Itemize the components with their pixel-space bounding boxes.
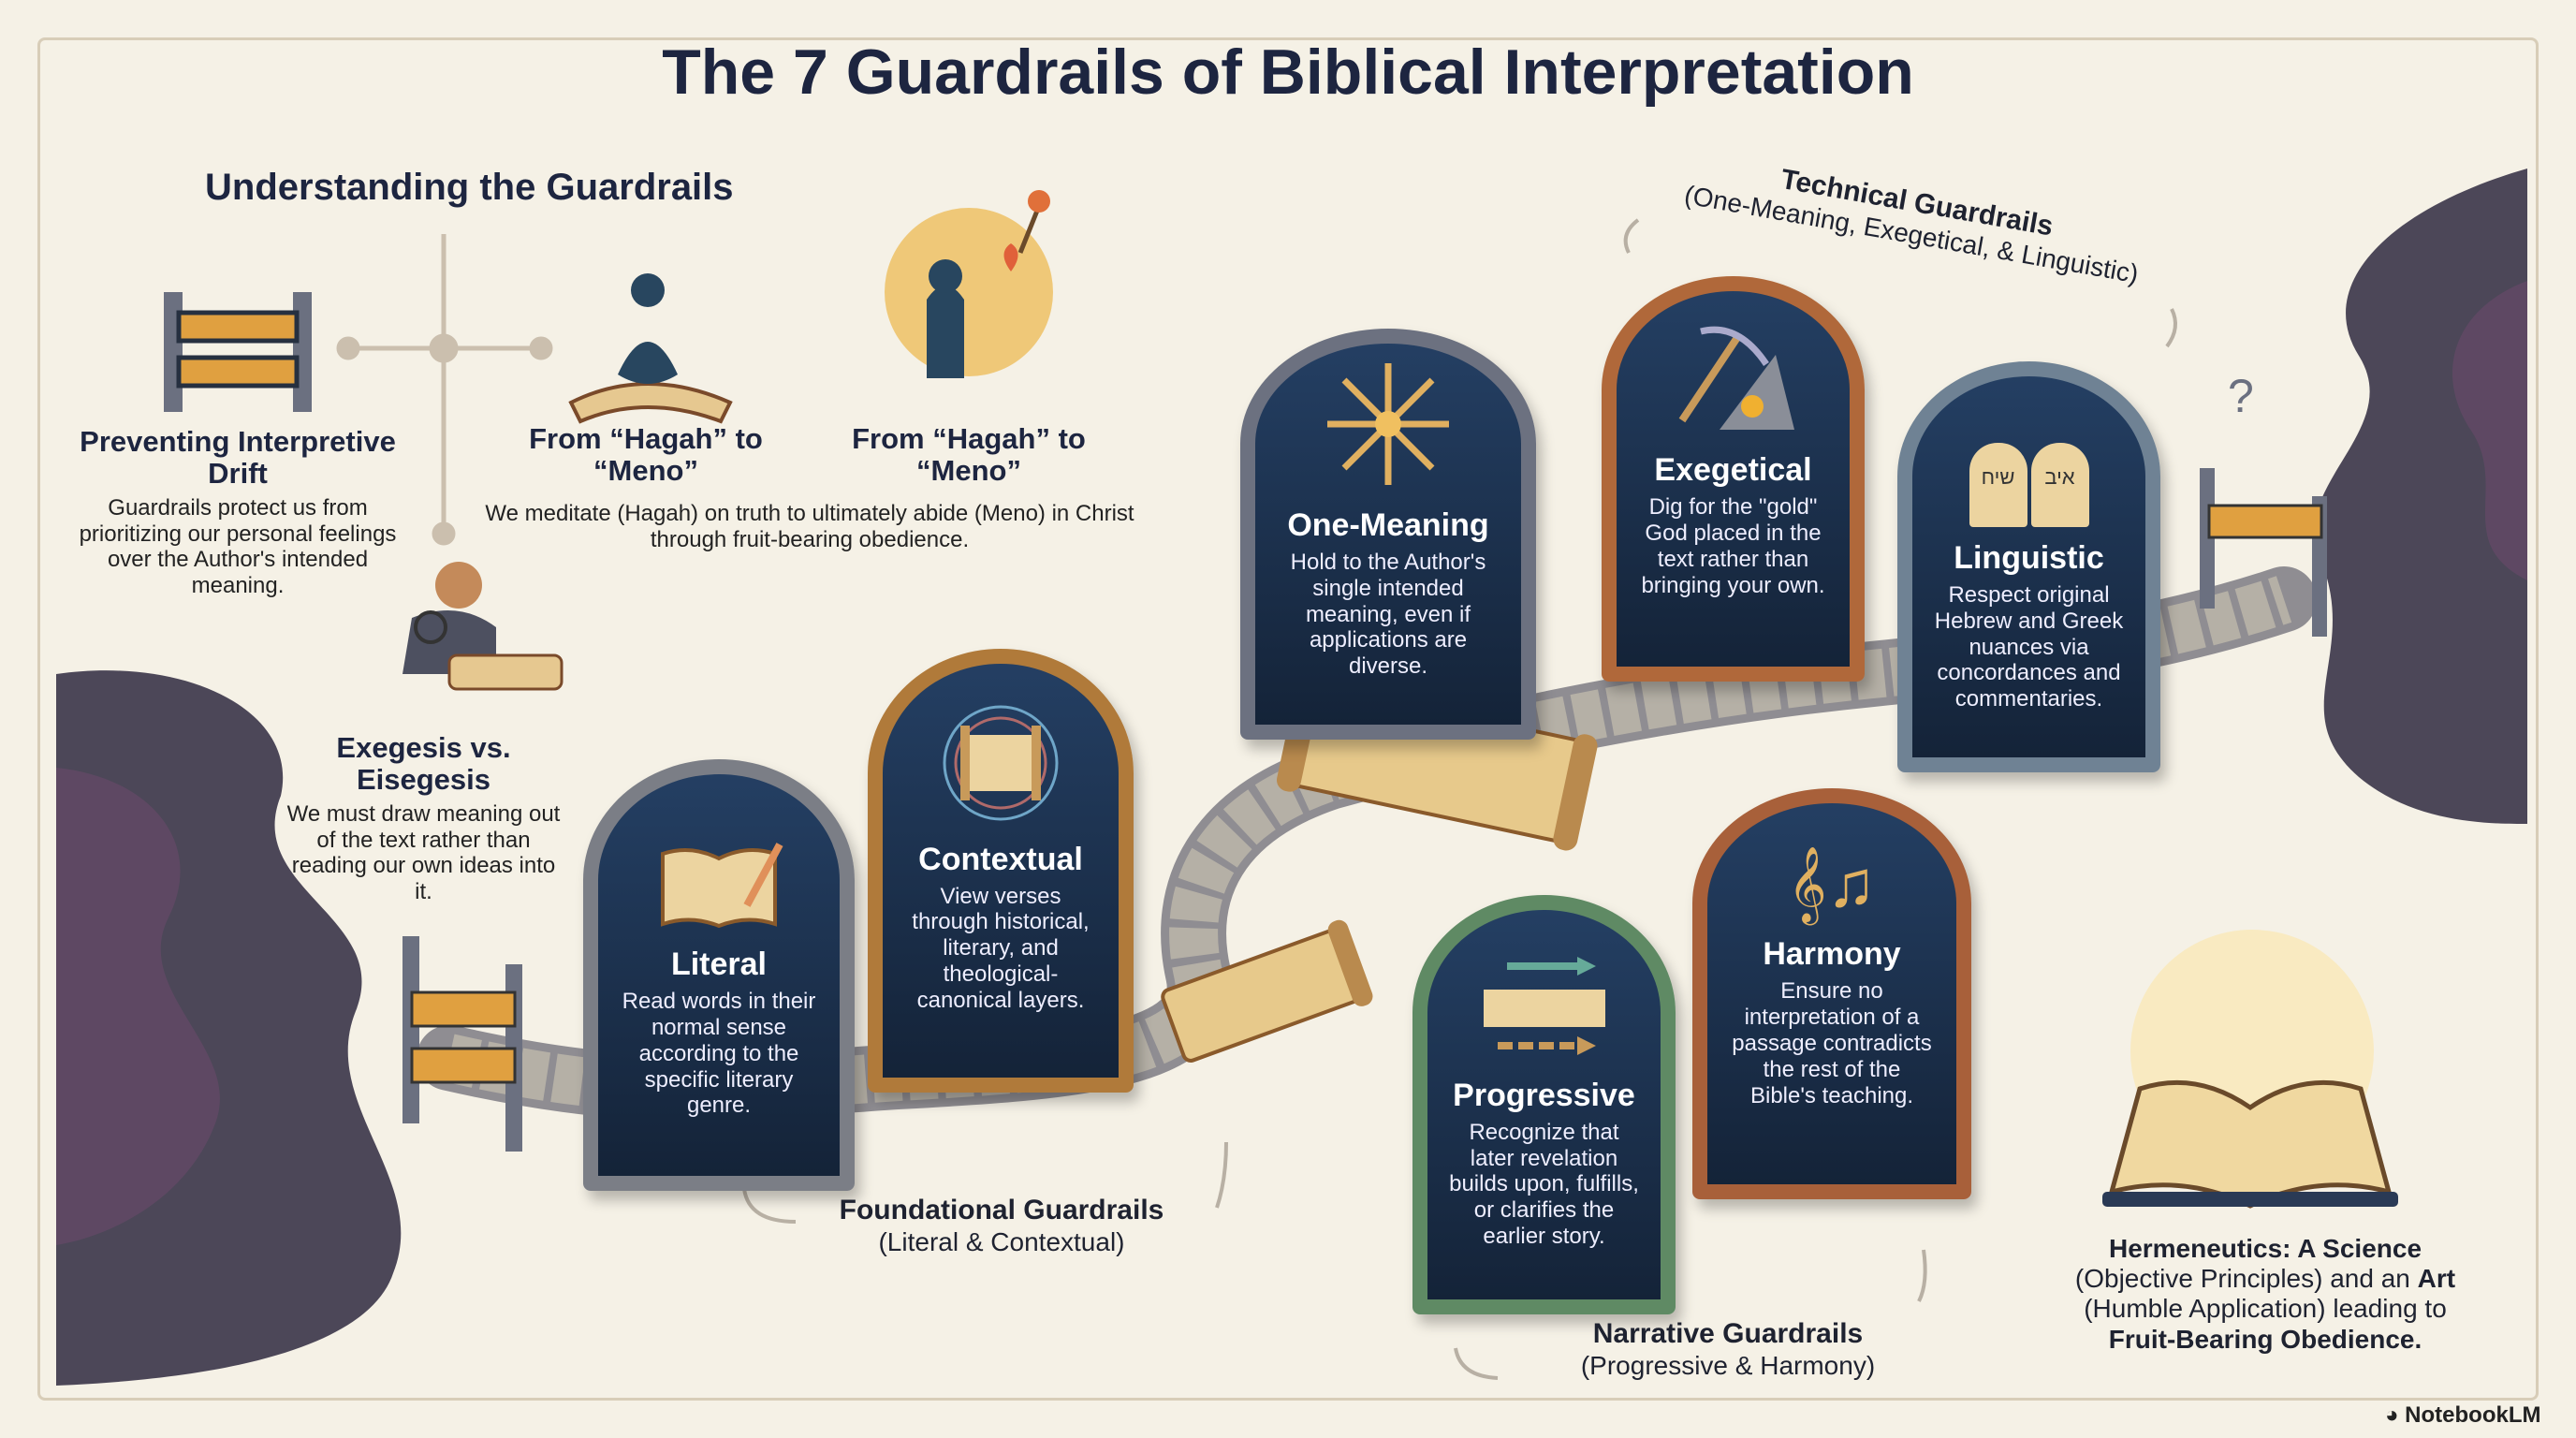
guardrail-title: Contextual bbox=[918, 841, 1083, 877]
drift-section: Preventing Interpretive Drift Guardrails… bbox=[79, 425, 397, 599]
exegesis-title: Exegesis vs. Eisegesis bbox=[336, 731, 511, 797]
notebooklm-brand: ◕ NotebookLM bbox=[2385, 1402, 2540, 1429]
guardrail-title: Progressive bbox=[1453, 1077, 1635, 1113]
drift-title: Preventing Interpretive Drift bbox=[80, 425, 396, 491]
group-subtitle: (Progressive & Harmony) bbox=[1580, 1350, 1876, 1380]
exegesis-desc: We must draw meaning out of the text rat… bbox=[286, 801, 561, 904]
meditating-person-icon bbox=[568, 273, 733, 424]
understanding-heading: Understanding the Guardrails bbox=[205, 167, 734, 208]
guardrail-desc: Dig for the "gold" God placed in the tex… bbox=[1641, 494, 1825, 598]
conclusion-text: Hermeneutics: A Science (Objective Princ… bbox=[2069, 1234, 2462, 1355]
conclusion-science: Hermeneutics: A Science bbox=[2108, 1234, 2422, 1263]
guardrail-title: Literal bbox=[670, 946, 768, 983]
cross-connector bbox=[336, 234, 553, 546]
exegesis-section: Exegesis vs. Eisegesis We must draw mean… bbox=[281, 731, 566, 905]
guardrail-contextual: Contextual View verses through historica… bbox=[868, 649, 1134, 1093]
guardrail-title: Linguistic bbox=[1954, 539, 2104, 576]
guardrail-desc: Hold to the Author's single intended mea… bbox=[1290, 549, 1486, 680]
hagah-title-1: From “Hagah” to “Meno” bbox=[529, 422, 763, 488]
decorative-border bbox=[37, 37, 2539, 1401]
scroll-circles-icon bbox=[883, 664, 1119, 838]
hagah-title-2: From “Hagah” to “Meno” bbox=[852, 422, 1086, 488]
barrier-icon bbox=[164, 292, 312, 412]
conclusion-art: Art bbox=[2417, 1264, 2456, 1294]
guardrail-one-meaning: One-Meaning Hold to the Author's single … bbox=[1240, 329, 1536, 740]
group-subtitle: (Literal & Contextual) bbox=[878, 1226, 1125, 1256]
person-with-magnifier-icon bbox=[402, 562, 564, 691]
guardrail-literal: Literal Read words in their normal sense… bbox=[583, 759, 855, 1191]
left-barrier-icon bbox=[402, 936, 522, 1152]
guardrail-progressive: Progressive Recognize that later revelat… bbox=[1412, 895, 1676, 1314]
guardrail-desc: Read words in their normal sense accordi… bbox=[622, 989, 816, 1119]
guardrail-desc: Respect original Hebrew and Greek nuance… bbox=[1934, 581, 2124, 712]
group-title: Narrative Guardrails bbox=[1592, 1318, 1864, 1349]
guardrail-desc: Ensure no interpretation of a passage co… bbox=[1732, 978, 1932, 1108]
glowing-bible-icon bbox=[2102, 930, 2398, 1209]
drift-desc: Guardrails protect us from prioritizing … bbox=[79, 495, 397, 598]
question-mark-icon: ? bbox=[2228, 370, 2254, 422]
guardrail-title: Exegetical bbox=[1654, 452, 1812, 489]
guardrail-desc: View verses through historical, literary… bbox=[912, 883, 1090, 1013]
right-barrier-icon bbox=[2200, 468, 2327, 637]
guardrail-title: One-Meaning bbox=[1287, 506, 1489, 543]
radiating-star-icon bbox=[1255, 344, 1521, 504]
pickaxe-gold-icon bbox=[1617, 291, 1850, 448]
scroll-on-path bbox=[1161, 919, 1373, 1063]
narrative-group-label: Narrative Guardrails (Progressive & Harm… bbox=[1541, 1318, 1915, 1381]
conclusion-obedience: Fruit-Bearing Obedience. bbox=[2108, 1324, 2422, 1354]
guardrail-title: Harmony bbox=[1763, 936, 1901, 973]
guardrail-harmony: 𝄞♫ Harmony Ensure no interpretation of a… bbox=[1692, 788, 1971, 1199]
conclusion-text-part: (Humble Application) leading to bbox=[2084, 1294, 2447, 1324]
guardrail-exegetical: Exegetical Dig for the "gold" God placed… bbox=[1602, 276, 1865, 682]
conclusion-text-part: (Objective Principles) and an bbox=[2074, 1264, 2418, 1294]
arc-bracket bbox=[742, 218, 2177, 1380]
notebooklm-logo-icon: ◕ bbox=[2385, 1402, 2406, 1428]
hebrew-tablet-left: שיח bbox=[1969, 442, 2027, 527]
foundational-group-label: Foundational Guardrails (Literal & Conte… bbox=[805, 1195, 1198, 1257]
group-title: Foundational Guardrails bbox=[839, 1195, 1164, 1225]
open-book-quill-icon bbox=[598, 774, 840, 943]
hebrew-tablet-right: איב bbox=[2030, 442, 2089, 527]
hagah-desc: We meditate (Hagah) on truth to ultimate… bbox=[485, 501, 1134, 552]
music-notes-icon: 𝄞♫ bbox=[1788, 847, 1876, 921]
guardrail-desc: Recognize that later revelation builds u… bbox=[1449, 1119, 1639, 1250]
brand-label: NotebookLM bbox=[2405, 1402, 2541, 1428]
scrolls-arrows-icon bbox=[1427, 910, 1661, 1074]
page-title: The 7 Guardrails of Biblical Interpretat… bbox=[662, 37, 1914, 108]
fruit-bearing-person-icon bbox=[885, 190, 1053, 378]
